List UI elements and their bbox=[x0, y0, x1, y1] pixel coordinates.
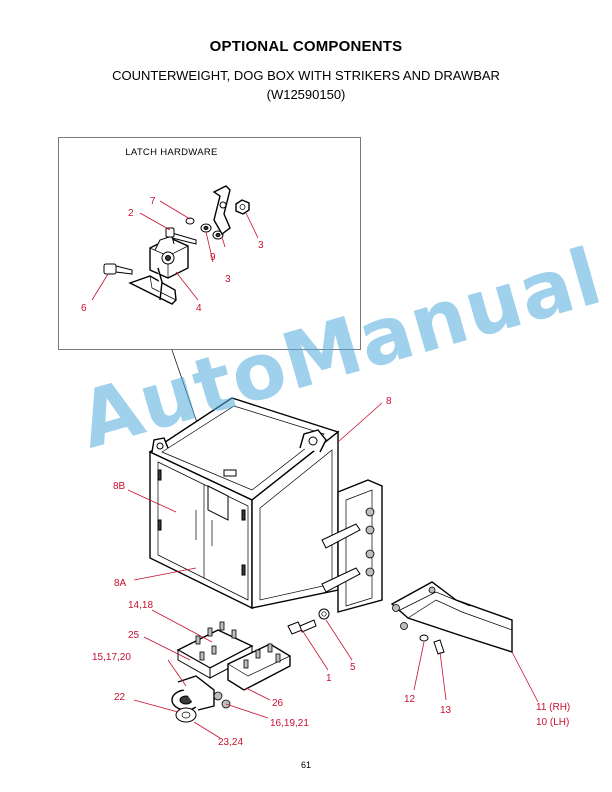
latch-hardware-inset: LATCH HARDWARE bbox=[58, 137, 361, 350]
callout-12: 12 bbox=[404, 694, 416, 705]
inset-title: LATCH HARDWARE bbox=[125, 147, 218, 158]
callout-2: 2 bbox=[128, 208, 134, 219]
subtitle-line-1: COUNTERWEIGHT, DOG BOX WITH STRIKERS AND… bbox=[112, 68, 500, 83]
counterweight-illustration bbox=[148, 397, 383, 613]
callout-8: 8 bbox=[386, 396, 392, 407]
callout-1: 1 bbox=[326, 673, 332, 684]
page-title: OPTIONAL COMPONENTS bbox=[209, 38, 403, 55]
callout-3-top: 3 bbox=[258, 240, 264, 251]
callout-6: 6 bbox=[81, 303, 87, 314]
callout-16-19-21: 16,19,21 bbox=[270, 718, 309, 729]
callout-8a: 8A bbox=[114, 578, 127, 589]
callout-15-17-20: 15,17,20 bbox=[92, 652, 131, 663]
callout-3-bottom: 3 bbox=[225, 274, 231, 285]
callout-26: 26 bbox=[272, 698, 284, 709]
callout-22: 22 bbox=[114, 692, 126, 703]
callout-8b: 8B bbox=[113, 481, 126, 492]
callout-25: 25 bbox=[128, 630, 140, 641]
latch-hardware-illustration bbox=[91, 185, 259, 305]
callout-11-rh: 11 (RH) bbox=[536, 702, 570, 713]
callout-9: 9 bbox=[210, 252, 216, 263]
callout-13: 13 bbox=[440, 705, 452, 716]
callout-23-24: 23,24 bbox=[218, 737, 243, 748]
callout-5: 5 bbox=[350, 662, 356, 673]
callout-10-lh: 10 (LH) bbox=[536, 717, 569, 728]
page-number: 61 bbox=[300, 760, 311, 770]
page-subtitle: COUNTERWEIGHT, DOG BOX WITH STRIKERS AND… bbox=[0, 66, 612, 104]
callout-7: 7 bbox=[150, 196, 156, 207]
drawbar-illustration bbox=[390, 581, 513, 655]
subtitle-line-2: (W12590150) bbox=[266, 87, 346, 102]
callout-14-18: 14,18 bbox=[128, 600, 153, 611]
callout-4: 4 bbox=[196, 303, 202, 314]
hitch-assembly-illustration bbox=[171, 608, 330, 723]
